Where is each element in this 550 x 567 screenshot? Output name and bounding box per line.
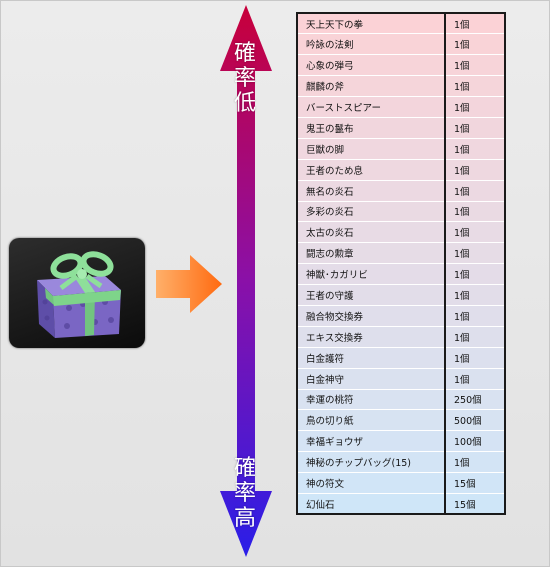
item-quantity-cell: 1個 — [445, 159, 505, 181]
gift-box-tile — [9, 238, 145, 348]
item-name-cell: 幸福ギョウザ — [297, 430, 446, 453]
item-name-cell: 幻仙石 — [297, 493, 446, 515]
item-name-cell: 無名の炎石 — [297, 180, 446, 202]
item-name-cell: 神秘のチップバッグ(15) — [297, 451, 446, 474]
item-name-cell: 白金護符 — [297, 347, 446, 369]
item-name-cell: 神獣･カガリビ — [297, 263, 446, 286]
item-quantity-cell: 1個 — [445, 13, 505, 35]
item-quantity-cell: 1個 — [445, 201, 505, 223]
item-quantity-cell: 1個 — [445, 54, 505, 77]
item-name-cell: 王者の守護 — [297, 284, 446, 306]
item-quantity-cell: 1個 — [445, 33, 505, 56]
item-quantity-cell: 1個 — [445, 347, 505, 369]
item-quantity-cell: 1個 — [445, 180, 505, 202]
table-row: 神秘のチップバッグ(15)1個 — [297, 451, 505, 474]
item-name-cell: 鳥の切り紙 — [297, 409, 446, 432]
item-name-cell: 太古の炎石 — [297, 221, 446, 244]
item-name-cell: 融合物交換券 — [297, 305, 446, 327]
item-name-cell: 幸運の桃符 — [297, 389, 446, 411]
item-name-cell: 吟詠の法剣 — [297, 33, 446, 56]
orange-right-arrow — [156, 255, 222, 313]
gift-box-icon — [37, 251, 121, 338]
item-quantity-cell: 1個 — [445, 284, 505, 306]
item-name-cell: 鬼王の鬣布 — [297, 117, 446, 139]
item-quantity-cell: 1個 — [445, 263, 505, 286]
item-quantity-cell: 1個 — [445, 326, 505, 348]
item-quantity-cell: 1個 — [445, 117, 505, 139]
item-quantity-cell: 100個 — [445, 430, 505, 453]
label-char: 高 — [233, 506, 256, 531]
item-name-cell: 天上天下の拳 — [297, 13, 446, 35]
item-quantity-cell: 1個 — [445, 451, 505, 474]
vertical-double-arrow — [220, 5, 272, 557]
label-char: 確 — [233, 41, 256, 66]
item-quantity-cell: 1個 — [445, 305, 505, 327]
item-quantity-cell: 1個 — [445, 96, 505, 118]
item-name-cell: バーストスピアー — [297, 96, 446, 118]
item-name-cell: 闘志の勲章 — [297, 242, 446, 265]
item-quantity-cell: 15個 — [445, 472, 505, 494]
label-char: 率 — [233, 66, 256, 91]
item-name-cell: 麒麟の斧 — [297, 75, 446, 98]
item-name-cell: 多彩の炎石 — [297, 201, 446, 223]
item-quantity-cell: 250個 — [445, 389, 505, 411]
label-char: 確 — [233, 456, 256, 481]
item-quantity-cell: 500個 — [445, 409, 505, 432]
label-char: 率 — [233, 481, 256, 506]
item-quantity-cell: 1個 — [445, 138, 505, 160]
item-name-cell: 巨獣の脚 — [297, 138, 446, 160]
low-probability-label: 確 率 低 — [227, 41, 263, 116]
item-name-cell: エキス交換券 — [297, 326, 446, 348]
item-quantity-cell: 15個 — [445, 493, 505, 515]
item-name-cell: 心象の弾弓 — [297, 54, 446, 77]
item-name-cell: 王者のため息 — [297, 159, 446, 181]
high-probability-label: 確 率 高 — [227, 456, 263, 531]
item-quantity-cell: 1個 — [445, 221, 505, 244]
item-quantity-cell: 1個 — [445, 242, 505, 265]
item-quantity-cell: 1個 — [445, 368, 505, 390]
label-char: 低 — [233, 91, 256, 116]
item-quantity-cell: 1個 — [445, 75, 505, 98]
item-name-cell: 白金神守 — [297, 368, 446, 390]
item-name-cell: 神の符文 — [297, 472, 446, 494]
